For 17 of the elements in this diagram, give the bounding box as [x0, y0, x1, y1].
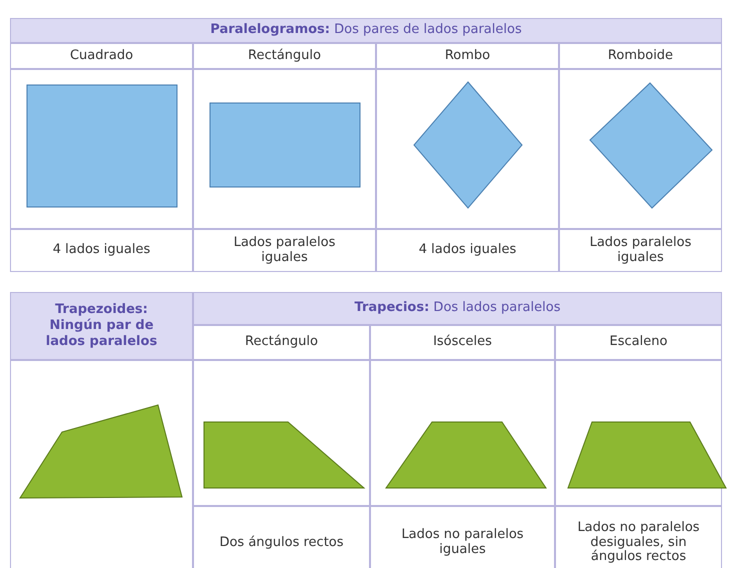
description-text: 4 lados iguales	[376, 229, 559, 272]
column-heading: Rectángulo	[193, 43, 376, 69]
description-text: Lados no paralelos desiguales, sin ángulos rectos	[555, 506, 722, 568]
description-text: 4 lados iguales	[10, 229, 193, 272]
column-heading: Rombo	[376, 43, 559, 69]
column-heading: Rectángulo	[193, 325, 370, 360]
column-heading: Romboide	[559, 43, 722, 69]
description-text: Lados paralelos iguales	[193, 229, 376, 272]
column-heading: Escaleno	[555, 325, 722, 360]
table-header: Paralelogramos: Dos pares de lados paralelos	[10, 18, 722, 43]
description-text: Dos ángulos rectos	[193, 506, 370, 568]
description-text: Lados no paralelos iguales	[370, 506, 555, 568]
table-header: Trapezoides: Ningún par de lados paralelos	[10, 292, 193, 360]
description-text: Lados paralelos iguales	[559, 229, 722, 272]
column-heading: Isósceles	[370, 325, 555, 360]
column-heading: Cuadrado	[10, 43, 193, 69]
table-header: Trapecios: Dos lados paralelos	[193, 292, 722, 325]
